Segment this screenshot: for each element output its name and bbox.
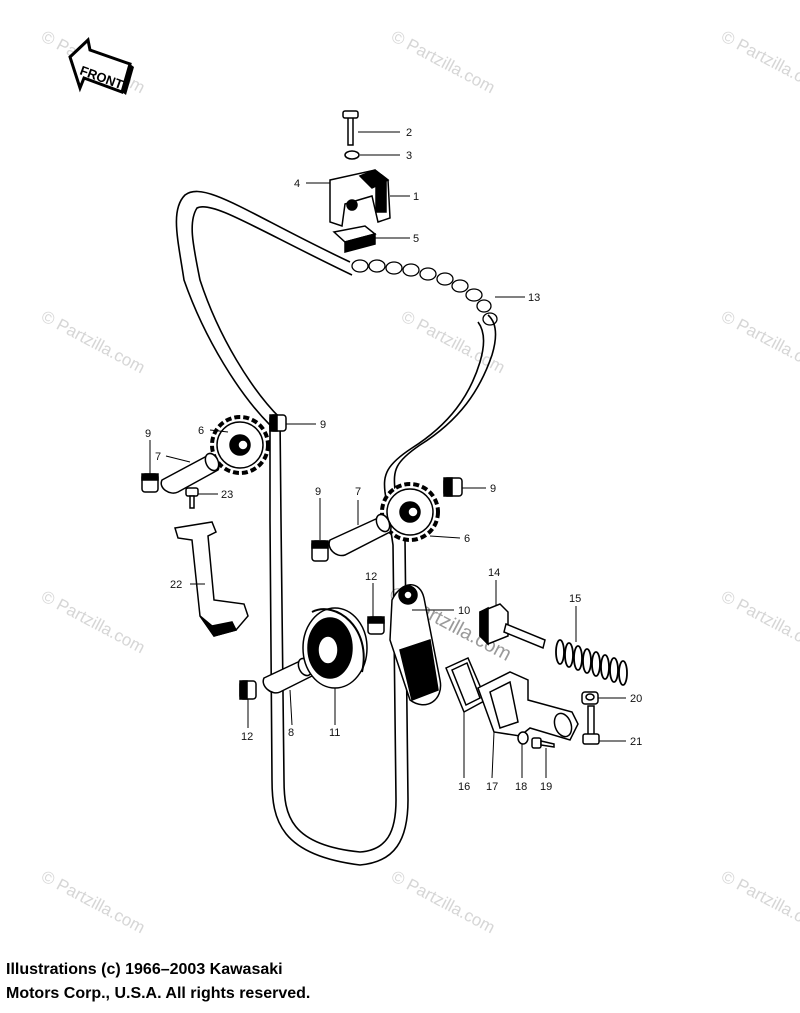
watermark: © Partzilla.com (718, 307, 800, 378)
fasteners (517, 691, 600, 749)
watermark: © Partzilla.com (398, 307, 508, 378)
callout-16: 16 (458, 781, 470, 793)
callout-13: 13 (528, 292, 540, 304)
watermark: © Partzilla.com (388, 27, 498, 98)
callout-9: 9 (145, 428, 151, 440)
nut-9-mid (311, 540, 329, 562)
callout-12: 12 (365, 571, 377, 583)
tensioner-housing-17 (477, 671, 579, 741)
chain-guide-bracket (329, 110, 391, 253)
watermark: © Partzilla.com (38, 307, 148, 378)
callout-8: 8 (288, 727, 294, 739)
callout-22: 22 (170, 579, 182, 591)
callout-2: 2 (406, 127, 412, 139)
bolt-21 (582, 705, 600, 745)
leader-lines (149, 131, 626, 779)
nut-12-upper (367, 616, 385, 635)
callout-14: 14 (488, 567, 500, 579)
callout-6: 6 (464, 533, 470, 545)
callout-7: 7 (355, 486, 361, 498)
cam-chain (175, 190, 498, 866)
callout-11: 11 (329, 727, 340, 739)
callout-9: 9 (320, 419, 326, 431)
pushrod-14 (479, 603, 546, 650)
bolt-23 (185, 487, 199, 509)
callout-15: 15 (569, 593, 581, 605)
nut-9-left (141, 473, 159, 493)
copyright-line-1: Illustrations (c) 1966–2003 Kawasaki (6, 961, 283, 978)
callout-10: 10 (458, 605, 470, 617)
watermark: © Partzilla.com (388, 867, 498, 938)
nut-12-lower (239, 680, 257, 700)
tensioner-arm (389, 584, 442, 706)
callout-9: 9 (315, 486, 321, 498)
callout-1: 1 (413, 191, 419, 203)
watermark: © Partzilla.com (38, 587, 148, 658)
callout-19: 19 (540, 781, 552, 793)
callout-7: 7 (155, 451, 161, 463)
sprocket-lower (380, 482, 440, 542)
copyright-notice: Illustrations (c) 1966–2003 Kawasaki Mot… (6, 958, 526, 1006)
sprocket-shafts (160, 452, 392, 694)
callout-20: 20 (630, 693, 642, 705)
watermark: © Partzilla.com (718, 587, 800, 658)
bolt-19 (531, 737, 555, 749)
callout-17: 17 (486, 781, 498, 793)
callout-3: 3 (406, 150, 412, 162)
callout-12: 12 (241, 731, 253, 743)
washer-18 (517, 731, 529, 745)
chain-guide-22 (174, 521, 249, 637)
copyright-line-2: Motors Corp., U.S.A. All rights reserved… (6, 985, 311, 1002)
callout-4: 4 (294, 178, 300, 190)
callout-5: 5 (413, 233, 419, 245)
cap-nuts (141, 414, 463, 700)
callout-21: 21 (630, 736, 642, 748)
idler-wheel (302, 607, 368, 689)
watermark: © Partzilla.com (718, 27, 800, 98)
watermark: © Partzilla.com (718, 867, 800, 938)
nut-9-right (443, 477, 463, 497)
gasket-16 (445, 657, 487, 714)
callout-6: 6 (198, 425, 204, 437)
sprocket-upper (210, 415, 270, 475)
callout-9: 9 (490, 483, 496, 495)
front-arrow-icon: FRONT (68, 37, 134, 95)
callouts: 2 3 4 1 5 13 6 9 9 7 23 22 9 7 9 6 12 14… (145, 127, 642, 793)
callout-23: 23 (221, 489, 233, 501)
nut-20 (581, 691, 599, 705)
nut-9-upper (269, 414, 287, 432)
spring-15 (555, 639, 628, 686)
chain-links (351, 259, 498, 326)
watermark: © Partzilla.com (38, 867, 148, 938)
callout-18: 18 (515, 781, 527, 793)
